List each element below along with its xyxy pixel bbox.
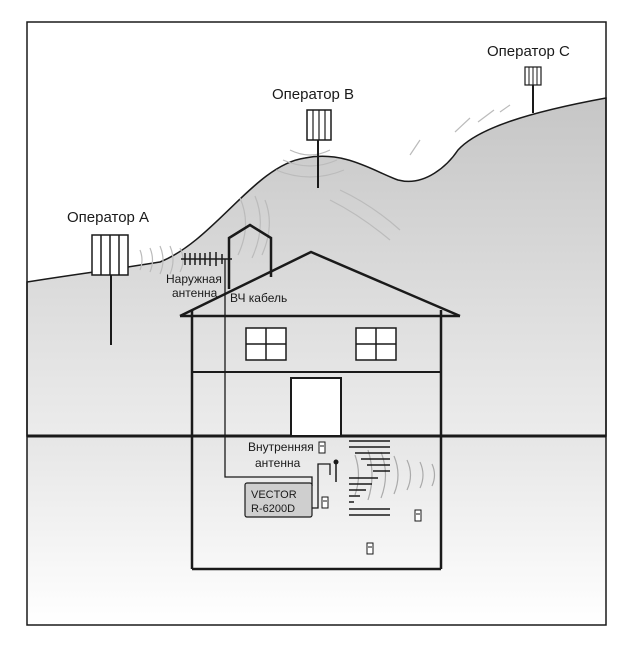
house [179, 223, 461, 571]
signal-waves-b [237, 149, 345, 259]
repeater-device [244, 482, 313, 518]
rf-cable [224, 259, 313, 486]
door [290, 377, 342, 437]
outdoor-antenna-label-1: Наружная [166, 272, 222, 286]
repeater-line2: R-6200D [251, 503, 295, 515]
outdoor-antenna [181, 252, 232, 266]
hill [26, 97, 607, 437]
indoor-antenna-label-1: Внутренняя [248, 440, 314, 454]
frame [26, 21, 607, 626]
phone-icon [321, 496, 329, 509]
indoor-antenna [333, 459, 339, 482]
operator-b-label: Оператор B [272, 86, 354, 103]
operator-a-label: Оператор A [67, 209, 149, 226]
rf-cable-indoor [312, 463, 331, 509]
window-right [355, 327, 397, 361]
operator-c-tower [524, 66, 542, 113]
signal-waves-indoor [354, 449, 436, 501]
phone-icon [318, 441, 326, 454]
operator-b-tower [306, 109, 332, 188]
outdoor-antenna-label-2: антенна [172, 286, 218, 300]
phone-icon [414, 509, 422, 522]
operator-c-label: Оператор C [487, 43, 570, 60]
stairs [349, 440, 390, 516]
indoor-antenna-label-2: антенна [255, 456, 301, 470]
underground [27, 436, 606, 625]
signal-waves-a [139, 245, 184, 275]
rf-cable-label: ВЧ кабель [230, 291, 287, 305]
repeater-line1: VECTOR [251, 489, 297, 501]
signal-waves-c [329, 104, 511, 241]
phone-icon [366, 542, 374, 555]
operator-a-tower [91, 234, 129, 345]
window-left [245, 327, 287, 361]
